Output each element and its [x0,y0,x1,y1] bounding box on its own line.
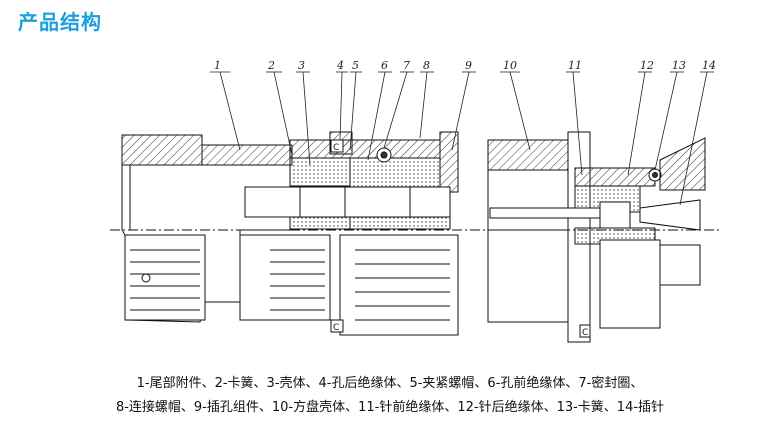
callout-5: 5 [352,59,359,72]
callouts [210,71,714,206]
shell-section [289,139,441,159]
receptacle-assembly: C [470,131,720,343]
parts-legend-line-1: 1-尾部附件、2-卡簧、3-壳体、4-孔后绝缘体、5-夹紧螺帽、6-孔前绝缘体、… [136,376,644,391]
callout-2: 2 [267,59,275,72]
callout-13: 13 [672,59,686,72]
front-insulator [349,157,441,189]
callout-3: 3 [298,59,305,72]
mark-c1: C [333,323,339,333]
connector-structure-drawing: C C C [110,59,720,343]
mark-c3: C [582,328,588,338]
square-flange-shell-section [487,139,569,171]
pin-contact [489,207,601,219]
rear-insulator [289,157,351,187]
callout-7: 7 [403,59,410,72]
coupling-nut-section [439,131,459,193]
socket-contact [244,186,451,218]
page-title: 产品结构 [18,10,102,34]
callout-8: 8 [423,59,430,72]
callout-11: 11 [568,59,582,72]
mark-c2: C [333,143,339,153]
parts-legend-line-2: 8-连接螺帽、9-插孔组件、10-方盘壳体、11-针前绝缘体、12-针后绝缘体、… [115,400,665,415]
callout-6: 6 [381,59,388,72]
callout-14: 14 [702,59,716,72]
callout-12: 12 [640,59,654,72]
pin-rear-insulator [574,167,656,187]
callout-9: 9 [465,59,472,72]
tail-accessory-section [121,134,203,166]
callout-4: 4 [336,59,344,72]
plug-assembly: C C [110,131,470,336]
callout-10: 10 [503,59,517,72]
callout-1: 1 [214,59,221,72]
